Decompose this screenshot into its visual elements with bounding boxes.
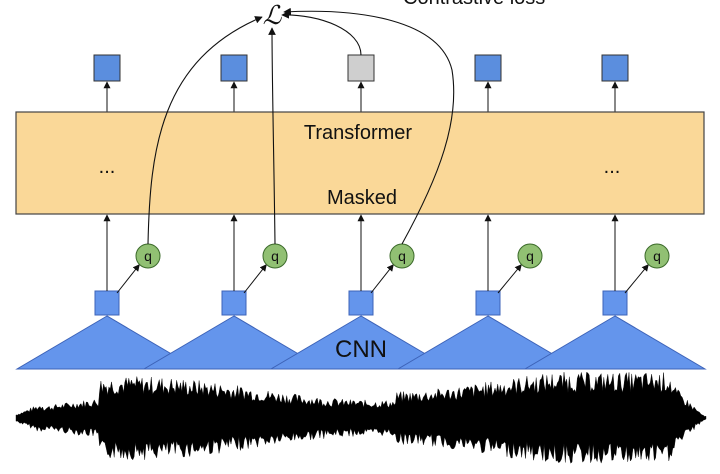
cnn-encoder-triangle (523, 315, 707, 370)
contrastive-loss-caption: Contrastive loss (403, 0, 545, 9)
quantizer-arrow (370, 264, 394, 294)
quantizer-arrow (116, 264, 140, 294)
latent-feature-box (221, 290, 247, 316)
output-token (220, 54, 248, 82)
transformer-label: Transformer (304, 122, 413, 144)
masked-output-token (347, 54, 375, 82)
audio-waveform (15, 371, 707, 464)
transformer-masked-label: Masked (327, 187, 397, 209)
latent-feature-box (475, 290, 501, 316)
loss-link-curve (268, 27, 276, 245)
loss-link-curve (283, 7, 455, 245)
output-token (93, 54, 121, 82)
cnn-encoder-triangle (142, 315, 326, 370)
quantizer-circle (644, 243, 670, 269)
quantizer-label: q (653, 248, 661, 264)
transformer-block (15, 111, 705, 215)
output-tokens (93, 54, 629, 112)
loss-symbol: ℒ (263, 0, 283, 30)
quantizer-circle (517, 243, 543, 269)
quantizer-label: q (398, 248, 406, 264)
latent-feature-box (348, 290, 374, 316)
quantizer-label: q (144, 248, 152, 264)
quantizer-arrow (243, 264, 267, 294)
quantizer-arrow (624, 264, 649, 294)
quantizer-label: q (271, 248, 279, 264)
cnn-encoder-triangle (396, 315, 580, 370)
cnn-encoder-triangle (269, 315, 453, 370)
latent-feature-box (94, 290, 120, 316)
contrastive-loss-links (147, 7, 455, 245)
quantizer-arrow (497, 264, 522, 294)
output-token (474, 54, 502, 82)
output-token (601, 54, 629, 82)
loss-link-curve (147, 16, 263, 245)
loss-link-curve (281, 10, 362, 56)
cnn-encoder-triangle (15, 315, 199, 370)
quantizer-label: q (526, 248, 534, 264)
transformer-ellipsis-left: ... (99, 156, 116, 178)
cnn-encoders (15, 214, 707, 370)
latent-feature-box (602, 290, 628, 316)
transformer-ellipsis-right: ... (604, 156, 621, 178)
cnn-label: CNN (335, 336, 387, 363)
